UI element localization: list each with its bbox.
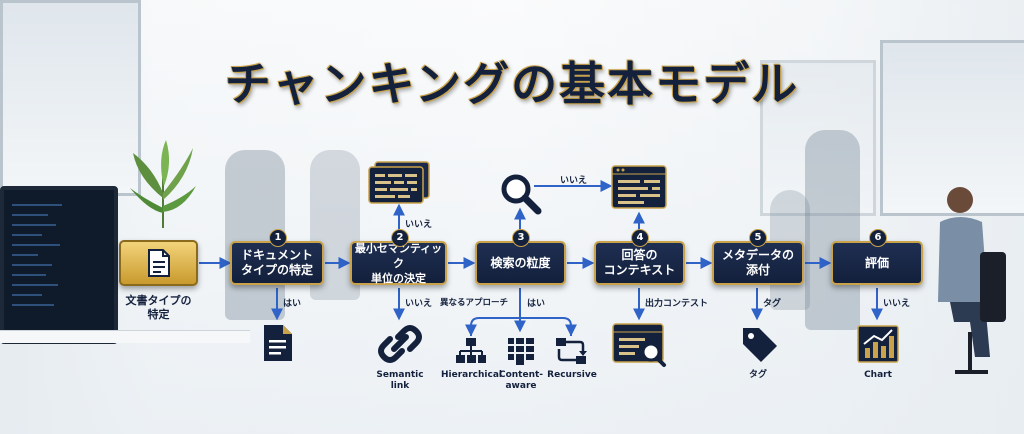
start-label: 文書タイプの 特定	[125, 294, 192, 321]
desk	[0, 330, 250, 343]
step-6-node: 評価	[831, 241, 923, 285]
step-2-number: 2	[391, 229, 409, 247]
edge-label-step5-down: タグ	[763, 299, 782, 309]
recursive-icon	[556, 338, 587, 364]
edge-label-step3-left: 異なるアプローチ	[440, 298, 509, 308]
chart-caption: Chart	[864, 370, 892, 380]
edge-label-step2-up: いいえ	[405, 220, 433, 230]
step-1-node: ドキュメントタイプの特定	[230, 241, 324, 285]
step-2-node: 最小セマンティック単位の決定	[350, 241, 447, 285]
step-1-number: 1	[269, 229, 287, 247]
step-6-number: 6	[869, 229, 887, 247]
step-4-node: 回答のコンテキスト	[594, 241, 685, 285]
text-lines-icon	[368, 161, 430, 204]
seated-person	[938, 187, 1006, 374]
step-5-number: 5	[749, 229, 767, 247]
plant-icon	[130, 140, 196, 228]
window-list-icon	[611, 165, 667, 209]
edge-label-step3-up-right: いいえ	[560, 176, 588, 186]
window-center	[760, 60, 876, 216]
chain-link-icon	[378, 325, 422, 363]
step-5-node: メタデータの添付	[712, 241, 804, 285]
window-left	[0, 0, 141, 196]
recursive-caption: Recursive	[547, 370, 597, 380]
step-4-number: 4	[631, 229, 649, 247]
tag-caption: タグ	[748, 370, 767, 380]
hierarchy-icon	[456, 338, 486, 363]
document-icon	[147, 249, 170, 277]
hierarchical-caption: Hierarchical	[441, 370, 502, 380]
chart-icon	[857, 325, 899, 363]
edge-label-step6-down: いいえ	[883, 299, 911, 309]
content-aware-caption: Content-aware	[498, 370, 544, 391]
edge-label-step1-down: はい	[283, 299, 302, 309]
tag-icon	[743, 328, 777, 362]
step-3-number: 3	[512, 229, 530, 247]
monitor	[0, 186, 118, 344]
background-person	[805, 130, 860, 330]
edge-label-step2-down: いいえ	[405, 299, 433, 309]
grid-icon	[508, 338, 534, 365]
step-3-node: 検索の粒度	[475, 241, 566, 285]
edge-label-step3-right: はい	[527, 299, 546, 309]
window-right	[880, 40, 1024, 216]
start-node	[119, 240, 198, 286]
page-title: チャンキングの基本モデル	[224, 57, 800, 111]
edge-label-step4-down: 出力コンテスト	[645, 299, 709, 309]
search-window-icon	[612, 323, 666, 367]
search-icon	[501, 174, 542, 215]
document-icon	[264, 325, 292, 361]
